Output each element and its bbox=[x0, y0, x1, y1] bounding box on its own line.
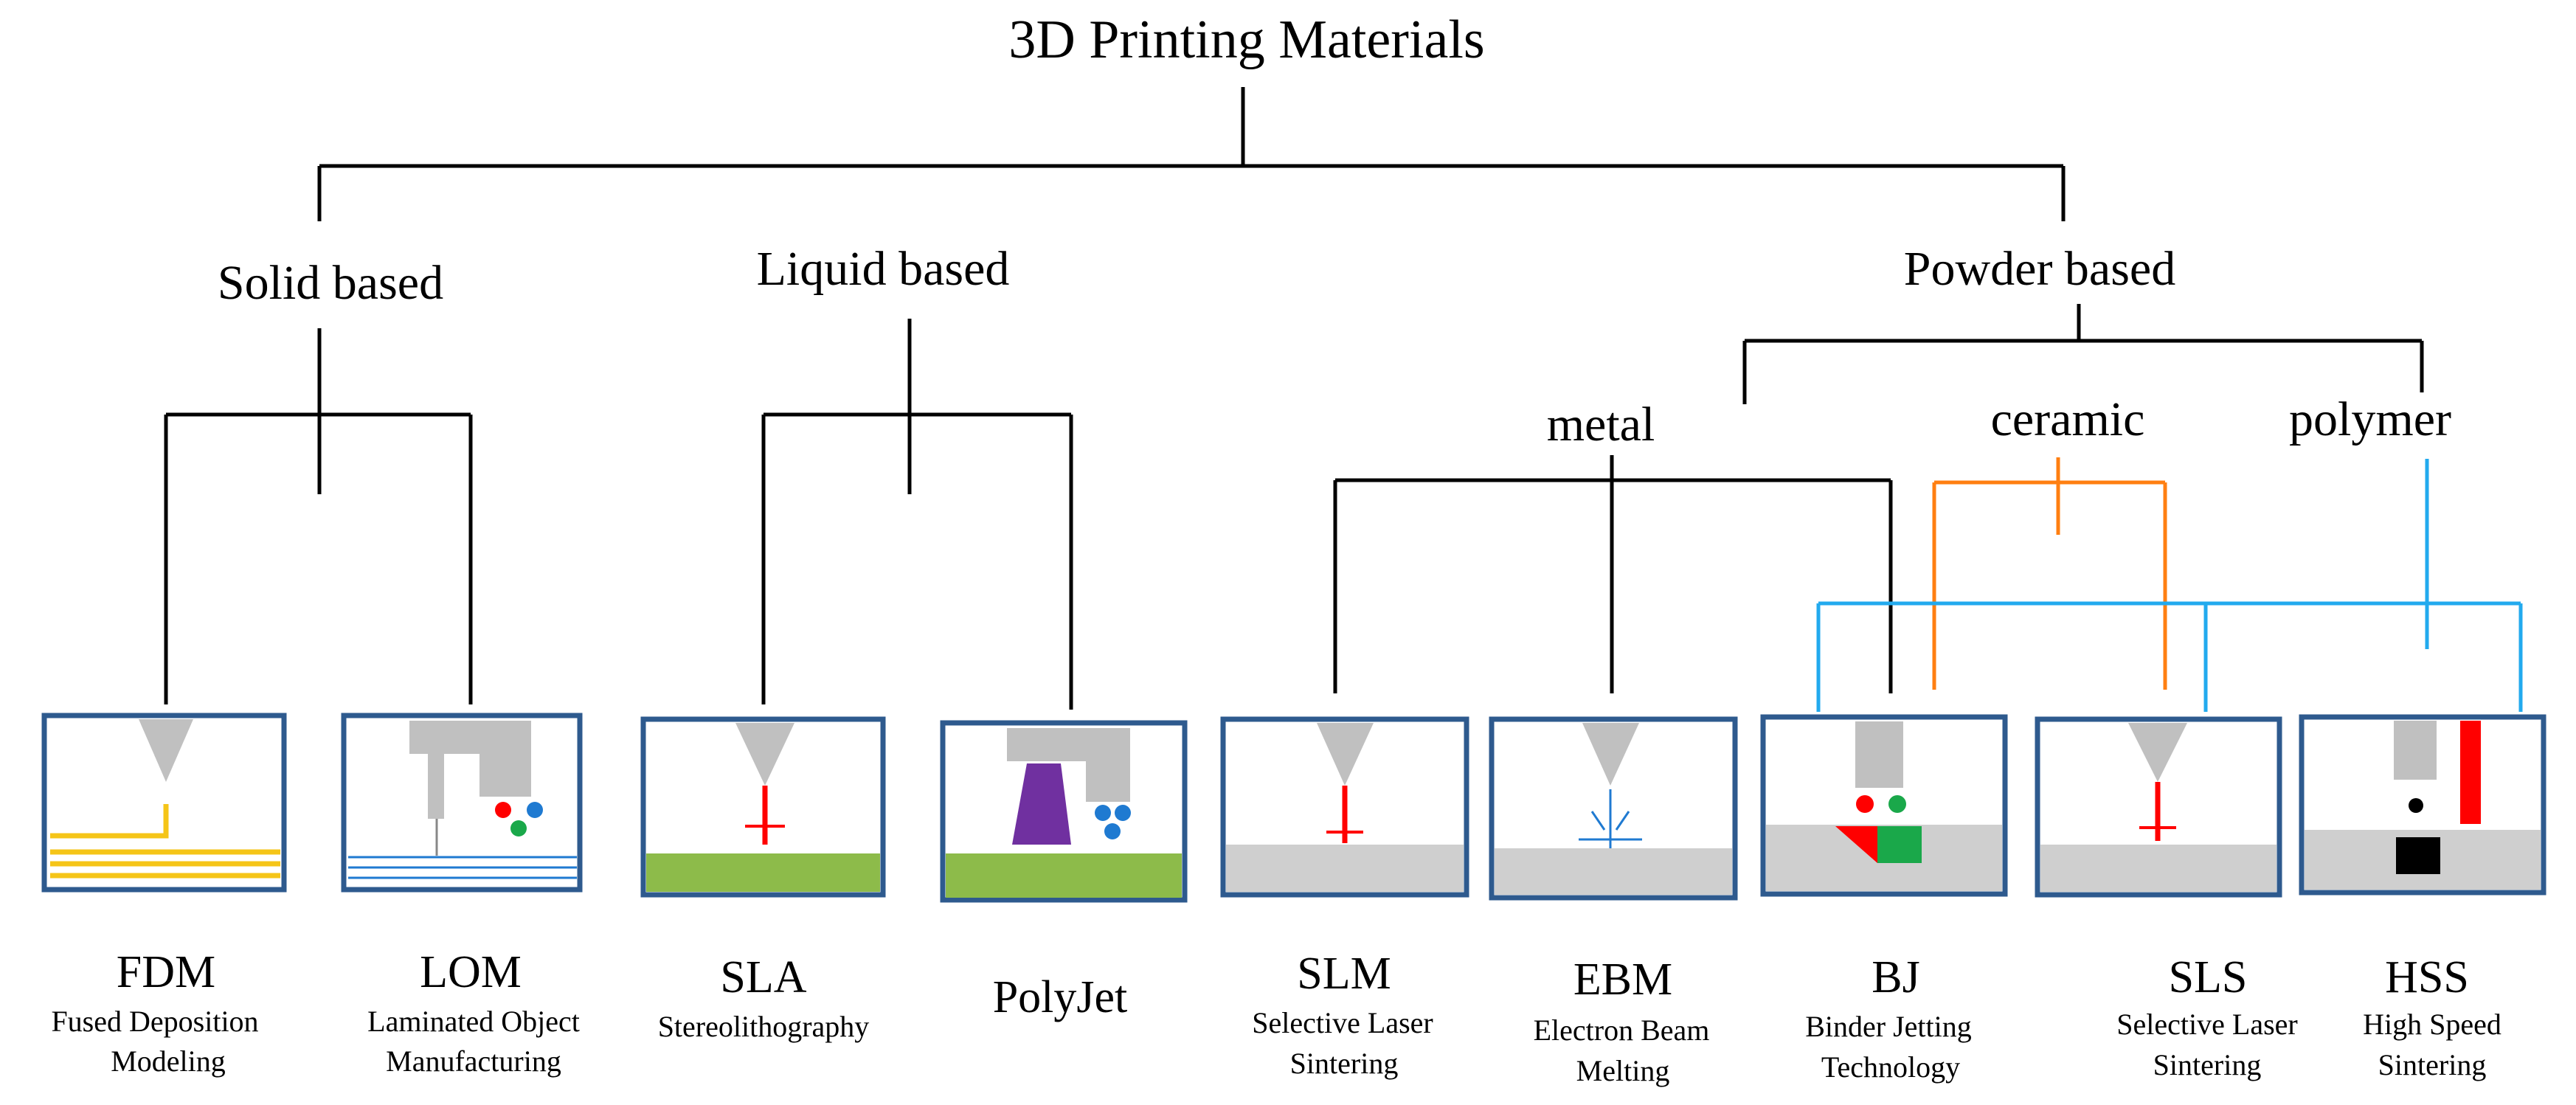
sls-full-line1: Selective Laser bbox=[2116, 1008, 2297, 1041]
category-liquid-label: Liquid based bbox=[757, 242, 1010, 296]
hss-abbr-label: HSS bbox=[2385, 952, 2469, 1002]
slm-abbr-label: SLM bbox=[1297, 949, 1391, 999]
category-solid-label: Solid based bbox=[218, 256, 443, 310]
sla-abbr-label: SLA bbox=[720, 952, 806, 1002]
fdm-full-line2: Modeling bbox=[111, 1045, 226, 1078]
lom-full-line2: Manufacturing bbox=[386, 1045, 561, 1078]
polyjet-illustration bbox=[940, 720, 1188, 903]
fdm-abbr-label: FDM bbox=[117, 947, 215, 997]
bj-abbr-label: BJ bbox=[1872, 952, 1919, 1002]
solid-branch-connector bbox=[164, 328, 473, 704]
liquid-branch-connector bbox=[761, 319, 1073, 710]
top-tree-connector bbox=[317, 87, 2066, 221]
fdm-illustration bbox=[41, 713, 287, 893]
sls-illustration bbox=[2035, 716, 2282, 898]
diagram-title: 3D Printing Materials bbox=[1008, 10, 1484, 70]
slm-full-line1: Selective Laser bbox=[1252, 1006, 1433, 1039]
sls-abbr-label: SLS bbox=[2169, 952, 2248, 1002]
slm-illustration bbox=[1220, 716, 1469, 898]
subtype-metal-label: metal bbox=[1547, 398, 1655, 451]
lom-illustration bbox=[341, 713, 583, 893]
metal-branch-connector bbox=[1333, 455, 1893, 693]
subtype-polymer-label: polymer bbox=[2289, 392, 2451, 446]
fdm-full-line1: Fused Deposition bbox=[51, 1005, 258, 1038]
ebm-abbr-label: EBM bbox=[1573, 955, 1672, 1005]
bj-full-line2: Technology bbox=[1821, 1050, 1960, 1084]
hss-full-line2: Sintering bbox=[2378, 1048, 2487, 1081]
hss-full-line1: High Speed bbox=[2363, 1008, 2501, 1041]
bj-illustration bbox=[1760, 714, 2008, 897]
ebm-illustration bbox=[1489, 716, 1738, 901]
ebm-full-line1: Electron Beam bbox=[1534, 1014, 1710, 1047]
powder-branch-connector bbox=[1742, 304, 2424, 404]
ebm-full-line2: Melting bbox=[1576, 1054, 1670, 1087]
polyjet-abbr-label: PolyJet bbox=[993, 972, 1128, 1022]
sla-full-line1: Stereolithography bbox=[658, 1010, 870, 1043]
subtype-ceramic-label: ceramic bbox=[1991, 392, 2145, 446]
slm-full-line2: Sintering bbox=[1290, 1047, 1399, 1080]
lom-abbr-label: LOM bbox=[420, 947, 522, 997]
category-powder-label: Powder based bbox=[1904, 242, 2175, 296]
hss-illustration bbox=[2299, 714, 2546, 896]
sls-full-line2: Sintering bbox=[2153, 1048, 2262, 1081]
lom-full-line1: Laminated Object bbox=[367, 1005, 580, 1038]
bj-full-line1: Binder Jetting bbox=[1805, 1010, 1972, 1043]
ceramic-branch-connector bbox=[1932, 457, 2167, 690]
polymer-branch-connector bbox=[1816, 459, 2523, 712]
sla-illustration bbox=[640, 716, 886, 898]
